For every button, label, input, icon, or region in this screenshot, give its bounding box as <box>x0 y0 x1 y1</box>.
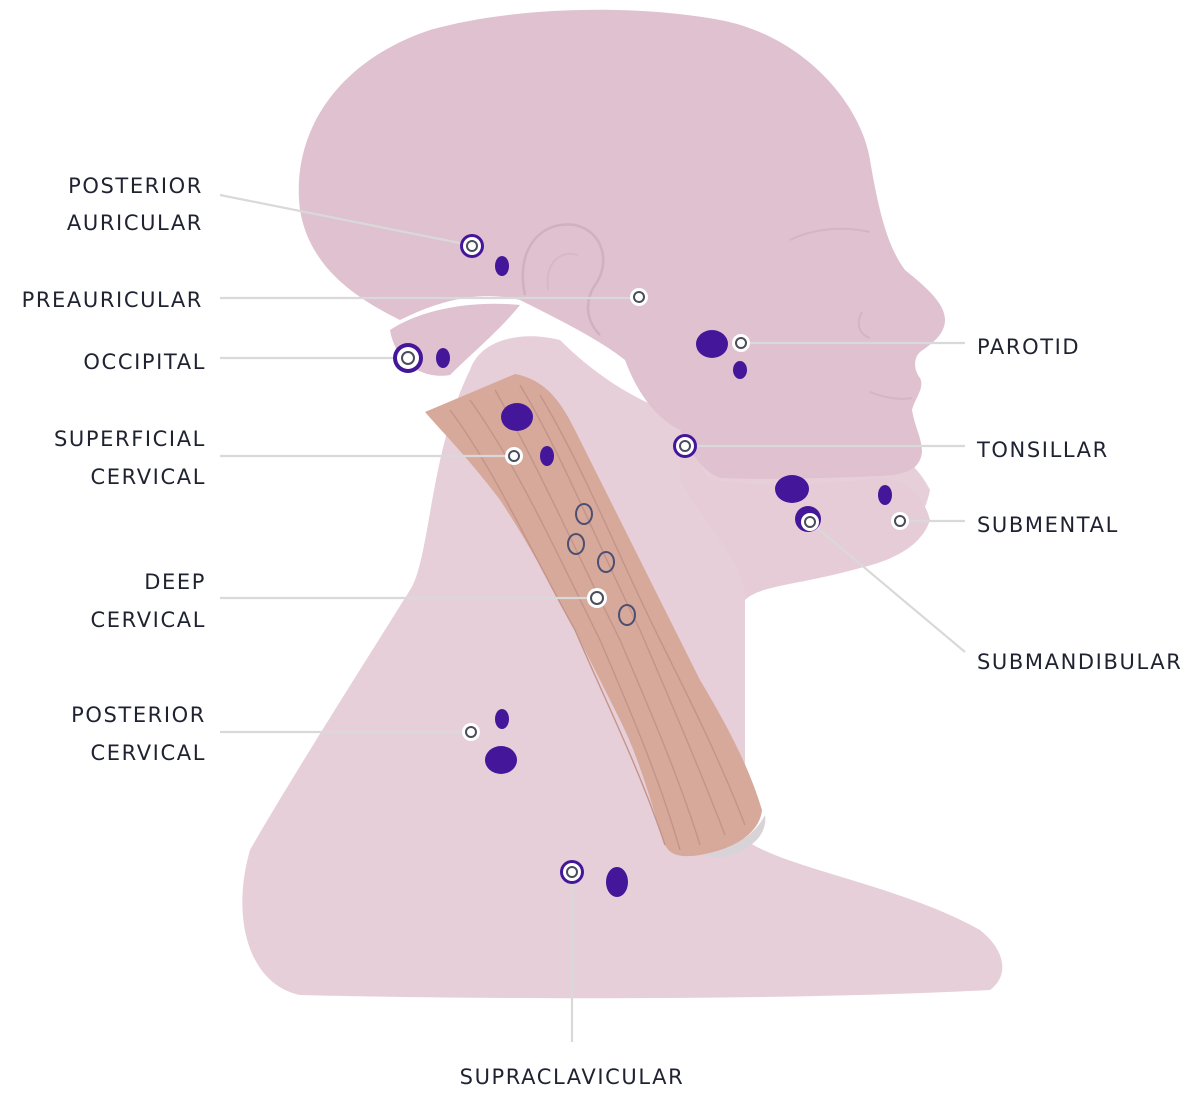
superficial-cervical-marker-icon <box>505 447 523 465</box>
deep-lymph-node <box>597 551 615 573</box>
mouth-line <box>869 391 913 400</box>
lymph-node <box>501 403 533 431</box>
label-deep-cervical-line1: DEEP <box>144 570 206 594</box>
label-occipital: OCCIPITAL <box>83 350 206 374</box>
clavicle-tip <box>700 815 766 858</box>
deep-lymph-node <box>575 503 593 525</box>
preauricular-marker-icon <box>630 288 648 306</box>
lymph-node <box>485 746 517 774</box>
label-posterior-auricular-line1: POSTERIOR <box>68 174 203 198</box>
ear-inner-outline <box>546 252 579 291</box>
label-posterior-cervical-line1: POSTERIOR <box>71 703 206 727</box>
lymph-node <box>495 709 509 729</box>
lymph-node <box>733 361 747 379</box>
leader-posterior-auricular <box>219 193 471 247</box>
lymph-node <box>436 348 450 368</box>
lower-face-shape <box>680 400 930 600</box>
label-supraclavicular: SUPRACLAVICULAR <box>460 1065 685 1089</box>
lymph-node <box>775 475 809 503</box>
label-deep-cervical-line2: CERVICAL <box>91 608 206 632</box>
label-posterior-cervical-line2: CERVICAL <box>91 741 206 765</box>
lymph-node <box>495 256 509 276</box>
ear-outline <box>521 223 605 336</box>
head-shape <box>298 9 946 479</box>
posterior-auricular-marker-icon <box>460 234 484 258</box>
muscle-fibers <box>449 384 746 851</box>
sternocleidomastoid-muscle <box>425 374 762 857</box>
supraclavicular-marker-icon <box>560 860 584 884</box>
label-submental: SUBMENTAL <box>977 513 1119 537</box>
nose-line <box>857 311 871 339</box>
occipital-marker-icon <box>393 343 423 373</box>
eye-brow-line <box>789 227 871 241</box>
posterior-cervical-marker-icon <box>462 723 480 741</box>
label-parotid: PAROTID <box>977 335 1080 359</box>
parotid-marker-icon <box>732 334 750 352</box>
lymph-node <box>540 446 554 466</box>
label-tonsillar: TONSILLAR <box>976 438 1109 462</box>
leader-submandibular <box>809 521 966 653</box>
deep-lymph-node <box>567 533 585 555</box>
label-submandibular: SUBMANDIBULAR <box>977 650 1182 674</box>
label-superficial-cervical-line1: SUPERFICIAL <box>54 427 206 451</box>
deep-lymph-node <box>618 604 636 626</box>
label-preauricular: PREAURICULAR <box>22 288 203 312</box>
label-posterior-auricular-line2: AURICULAR <box>67 211 203 235</box>
deep-cervical-marker-icon <box>587 588 607 608</box>
submental-marker-icon <box>891 512 909 530</box>
label-superficial-cervical-line2: CERVICAL <box>91 465 206 489</box>
lymph-node <box>878 485 892 505</box>
tonsillar-marker-icon <box>673 434 697 458</box>
lymph-node <box>606 867 628 897</box>
lymph-node <box>696 330 728 358</box>
submandibular-marker-icon <box>795 506 821 532</box>
